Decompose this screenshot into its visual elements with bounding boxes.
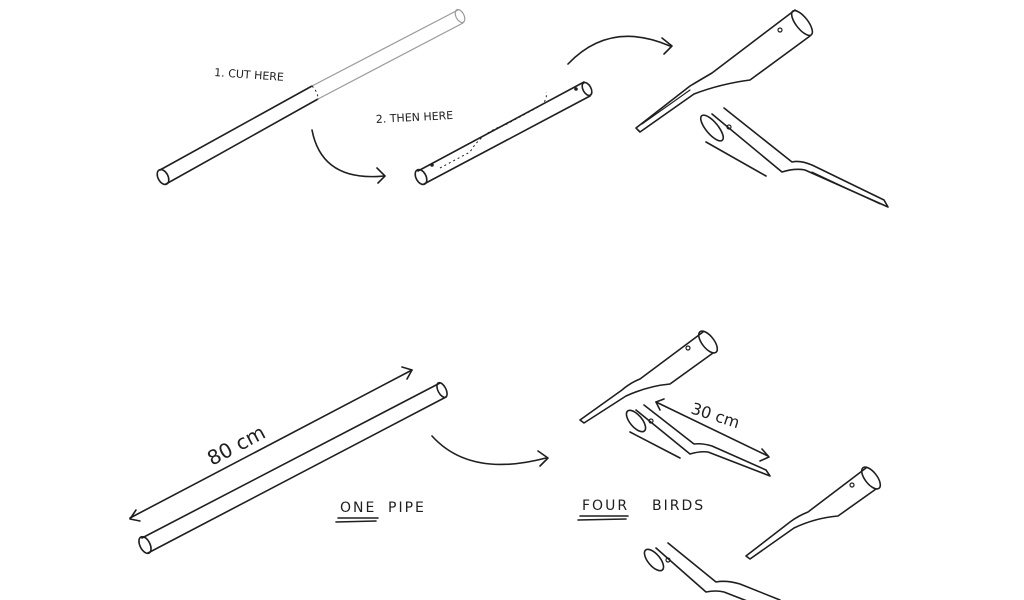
pipe-full	[156, 8, 466, 186]
step1-label: 1. CUT HERE	[214, 66, 285, 84]
four-underline	[577, 515, 629, 521]
step2-label: 2. THEN HERE	[375, 109, 453, 126]
dimension-30cm	[655, 398, 770, 462]
length-bird-label: 30 cm	[689, 399, 742, 432]
pipe-segment	[414, 81, 593, 186]
bird-bottom-4	[643, 542, 781, 600]
pipe-80cm	[138, 381, 448, 555]
bird-bottom-3	[745, 466, 882, 560]
bird-top-1	[635, 9, 814, 133]
one-word: ONE	[340, 500, 376, 516]
birds-word: BIRDS	[652, 498, 705, 514]
arrow-1	[311, 129, 386, 184]
four-word: FOUR	[582, 498, 629, 514]
pipe-word: PIPE	[388, 500, 426, 516]
dimension-80cm	[129, 366, 413, 522]
bird-bottom-2	[625, 404, 771, 477]
bird-top-2	[699, 107, 889, 208]
bird-bottom-1	[579, 330, 719, 424]
one-underline	[335, 517, 379, 523]
arrow-2	[567, 35, 673, 65]
arrow-3	[431, 435, 549, 467]
